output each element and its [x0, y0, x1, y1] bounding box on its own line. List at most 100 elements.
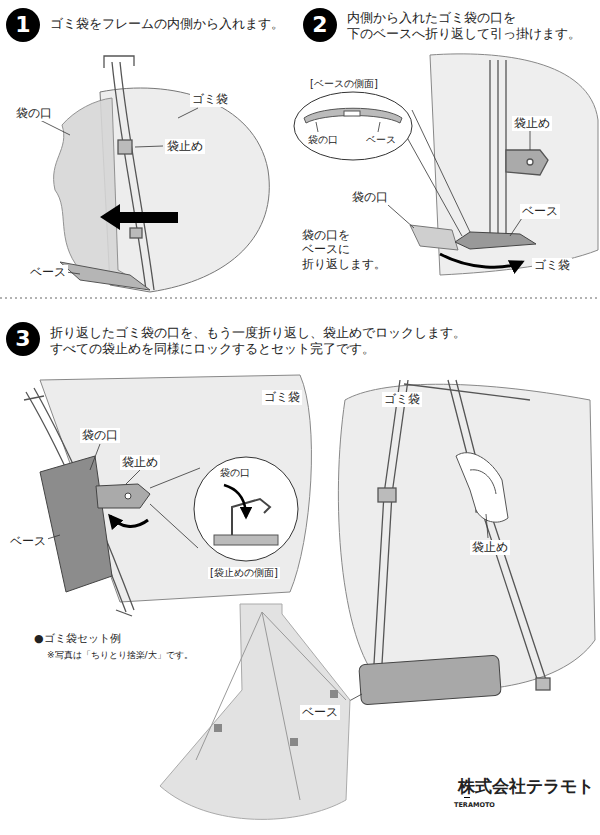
leader-line-part [40, 120, 70, 135]
bag-illustration [338, 384, 595, 690]
bag-illustration-part [430, 54, 598, 275]
base-profile [304, 108, 402, 123]
hand-illustration-part [456, 453, 508, 522]
leader-line-part [404, 132, 462, 236]
base-illustration-part [60, 262, 150, 290]
instruction-text: 内側から入れたゴミ袋の口を 下のベースへ折り返して引っ掛けます。 [345, 10, 589, 41]
base-illustration [60, 262, 150, 290]
leader-line-part [150, 504, 198, 548]
step-number: 1 [6, 8, 40, 42]
part-label: 袋止め [120, 455, 160, 470]
frame-illustration-part [112, 62, 146, 290]
part-label: ベース [28, 265, 68, 280]
part-label: ベース [8, 534, 48, 549]
part-label: 袋止め [512, 116, 552, 131]
bag-illustration-part [54, 98, 140, 283]
section-divider [0, 298, 600, 299]
step-number: 3 [6, 322, 40, 356]
frame-illustration-part [536, 678, 550, 690]
leader-line [316, 122, 380, 132]
bag-illustration-part [40, 375, 311, 602]
fold-arrow-part [440, 254, 522, 267]
frame-illustration-part [506, 150, 548, 175]
note-text: ※写真は「ちりとり捨楽/大」です。 [45, 650, 195, 661]
frame-illustration [374, 380, 550, 690]
frame-illustration-part [120, 62, 154, 290]
note-text: 袋の口を ベースに 折り返します。 [300, 228, 399, 271]
inset-label: [袋止めの側面] [208, 567, 280, 579]
instruction-text: ゴミ袋をフレームの内側から入れます。 [48, 16, 286, 32]
leader-line-part [150, 468, 200, 488]
base-profile-hole [344, 111, 360, 116]
rail-profile [214, 535, 278, 545]
hand-illustration [456, 453, 508, 522]
frame-illustration-part [527, 159, 533, 165]
bag-illustration-part [410, 225, 458, 250]
fold-arrow [440, 254, 522, 267]
part-label: ゴミ袋 [532, 258, 572, 273]
frame-illustration-part [448, 380, 540, 688]
clip-illustration-part [96, 484, 150, 508]
leader-line-part [412, 110, 470, 232]
photo-example-part [160, 604, 350, 819]
part-label: 袋止め [470, 540, 510, 555]
base-illustration [40, 456, 112, 592]
fold-arrow [224, 485, 246, 517]
step-number-text: 3 [15, 326, 30, 352]
frame-illustration-part [382, 380, 408, 664]
clip-profile [232, 499, 270, 535]
section-divider-part [0, 298, 600, 299]
frame-illustration-part [130, 228, 142, 238]
frame-illustration-part [378, 488, 396, 502]
leader-line [40, 108, 198, 274]
step-number: 2 [303, 8, 337, 42]
leader-line-part [530, 131, 531, 150]
bag-illustration-part [338, 384, 595, 690]
part-label: ゴミ袋 [262, 390, 302, 405]
leader-line [44, 444, 200, 548]
frame-illustration-part [374, 380, 400, 664]
base-illustration [455, 232, 536, 249]
part-label: 袋の口 [350, 190, 390, 205]
leader-line-part [135, 146, 163, 147]
base-illustration-part [40, 456, 112, 592]
clip-illustration [96, 484, 150, 526]
frame-illustration-part [24, 396, 44, 400]
frame-illustration-part [116, 610, 132, 616]
leader-line-part [510, 218, 522, 236]
base-illustration-part [359, 655, 501, 705]
frame-illustration-part [118, 140, 132, 154]
part-label: 袋の口 [80, 428, 120, 443]
detail-inset: 袋の口 [袋止めの側面] [190, 455, 302, 583]
inset-outline-shape [194, 457, 298, 561]
step-number-text: 2 [312, 12, 327, 38]
section-heading: ●ゴミ袋セット例 [32, 632, 123, 646]
inset-label: [ベースの側面] [308, 78, 380, 90]
leader-line [340, 514, 488, 706]
bag-illustration [410, 54, 598, 275]
bag-illustration [54, 88, 270, 292]
inset-label: ベース [364, 134, 398, 146]
instruction-text: 折り返したゴミ袋の口を、もう一度折り返し、袋止めでロックします。 すべての袋止め… [48, 325, 512, 358]
clip-illustration-part [110, 516, 148, 526]
leader-line-part [66, 272, 80, 274]
frame-illustration-part [497, 60, 498, 238]
photo-example-part [196, 612, 346, 800]
leader-line-part [388, 205, 414, 228]
leader-line-part [90, 444, 100, 470]
leader-line-part [126, 470, 140, 484]
bag-illustration [40, 375, 311, 602]
part-label: ゴミ袋 [190, 92, 230, 107]
clip-illustration-part [125, 493, 131, 499]
part-label: 袋止め [165, 139, 205, 154]
bag-illustration-part [100, 88, 269, 292]
step-number-text: 1 [15, 12, 30, 38]
leader-line-part [486, 514, 488, 538]
part-label: 袋の口 [14, 106, 54, 121]
part-label: ゴミ袋 [382, 392, 422, 407]
frame-illustration-part [505, 60, 506, 238]
direction-arrow [100, 204, 178, 230]
frame-illustration-part [104, 56, 134, 68]
inset-label: 袋の口 [218, 467, 252, 479]
photo-example-part [330, 690, 338, 698]
